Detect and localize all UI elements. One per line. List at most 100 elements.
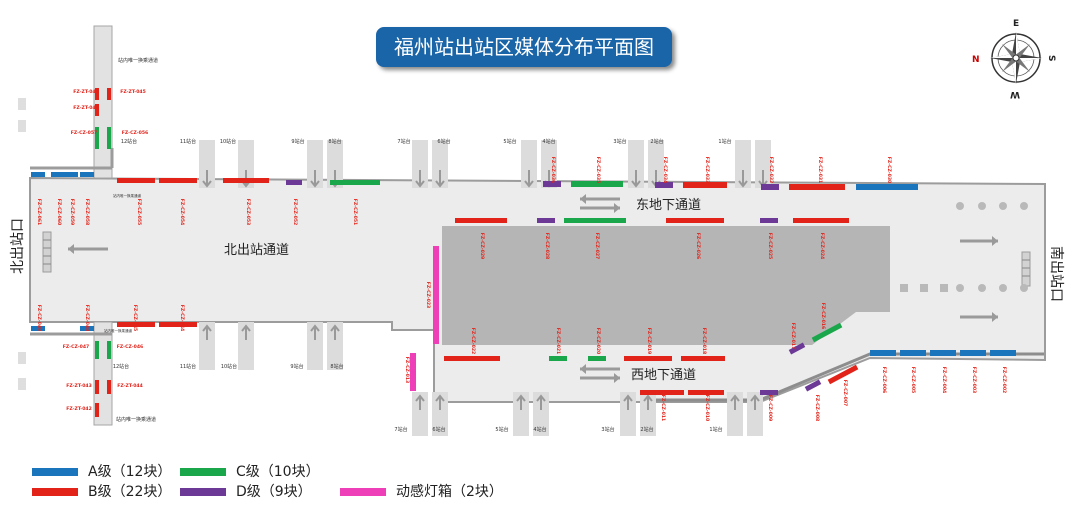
platform-label-bottom: 9站台 [290,363,303,370]
media-id-label: FZ-CZ-035 [595,157,601,183]
media-board-c [95,341,99,359]
wall-mark [18,98,26,110]
media-id-label: FZ-CZ-026 [695,233,701,259]
media-board-a [930,350,956,356]
small-note-top: 站内唯一换乘通道 [113,193,141,198]
media-id-label: FZ-ZT-044 [117,383,143,389]
media-board-d [286,180,302,185]
media-id-label: FZ-CZ-048 [84,305,90,331]
floor-structure [18,25,1046,426]
media-board-b [455,218,507,223]
platform-stairs-bottom [199,322,763,436]
legend-label-d: D级（9块） [236,484,312,500]
media-board-b [95,403,99,417]
media-board-b [159,178,197,183]
media-id-label: FZ-CZ-013 [404,357,410,383]
stair-stub [648,140,664,188]
media-id-label: FZ-CZ-061 [36,199,42,225]
media-board-a [960,350,986,356]
stair-stub [755,140,771,188]
media-board-d [537,218,555,223]
stair-stub [533,392,549,436]
compass-s: S [1046,55,1056,61]
media-id-label: FZ-CZ-028 [544,233,550,259]
stair-stub [412,140,428,188]
media-id-label: FZ-CZ-033 [704,157,710,183]
media-id-label: FZ-ZT-045 [120,89,146,95]
media-id-label: FZ-ZT-043 [66,383,92,389]
legend-item-d: D级（9块） [180,482,320,502]
media-id-label: FZ-CZ-034 [662,157,668,183]
media-board-d [655,182,673,188]
wall-mark [18,378,26,390]
media-board-b [666,218,724,223]
media-id-label: FZ-CZ-057 [71,130,97,136]
stair-stub [640,392,656,436]
media-board-b [624,356,672,361]
media-board-a [870,350,896,356]
media-board-a [31,172,45,177]
media-id-label: FZ-CZ-030 [886,157,892,183]
media-board-light [410,353,416,391]
platform-label-bottom: 10站台 [221,363,237,370]
stair-stub [735,140,751,188]
media-id-label: FZ-CZ-049 [36,305,42,331]
media-id-label: FZ-CZ-010 [704,395,710,421]
media-board-b [827,364,859,385]
media-id-label: FZ-ZT-047 [73,89,99,95]
media-board-c [811,322,843,343]
platform-label-top: 1站台 [718,138,731,145]
media-id-label: FZ-CZ-011 [660,395,666,421]
media-board-c [588,356,606,361]
media-board-b [683,182,727,188]
legend-swatch-c [180,468,226,476]
media-id-label: FZ-ZT-046 [73,105,99,111]
media-board-a [80,326,94,331]
media-board-a [64,172,78,177]
media-id-label: FZ-CZ-005 [910,367,916,393]
media-board-c [549,356,567,361]
media-id-label: FZ-CZ-004 [941,367,947,393]
media-board-d [804,379,822,392]
media-id-label: FZ-CZ-032 [768,157,774,183]
compass-w: W [1010,89,1020,99]
media-board-a [51,172,65,177]
stair-stub [628,140,644,188]
media-id-label: FZ-CZ-055 [136,199,142,225]
media-board-a [80,172,94,177]
stair-stub [620,392,636,436]
legend-swatch-b [32,488,78,496]
platform-label-bottom: 2站台 [640,426,653,433]
stair-stub [541,140,557,188]
stair-stub [432,392,448,436]
media-id-label: FZ-CZ-018 [701,328,707,354]
platform-label-top: 2站台 [650,138,663,145]
media-board-d [788,342,806,355]
media-board-a [900,350,926,356]
media-board-b [107,380,111,394]
stair-stub [199,140,215,188]
map-title: 福州站出站区媒体分布平面图 [376,27,672,67]
stair-stub [727,392,743,436]
legend-item-light: 动感灯箱（2块） [340,482,540,502]
north-west-wing-floor [93,25,113,179]
stair-stub [307,322,323,370]
compass-n: N [972,55,980,65]
media-board-c [571,181,623,187]
media-id-label: FZ-CZ-054 [179,199,185,225]
media-id-label: FZ-CZ-027 [594,233,600,259]
media-id-label: FZ-CZ-052 [292,199,298,225]
upper-wall [30,148,114,170]
stair-stub [521,140,537,188]
media-board-d [761,184,779,190]
media-board-d [760,218,778,223]
platform-label-top: 10站台 [220,138,236,145]
media-id-label: FZ-CZ-051 [352,199,358,225]
platform-label-bottom: 3站台 [601,426,614,433]
direction-arrows [68,194,998,383]
west-underground-label: 西地下通道 [631,368,696,383]
media-id-label: FZ-CZ-024 [819,233,825,259]
